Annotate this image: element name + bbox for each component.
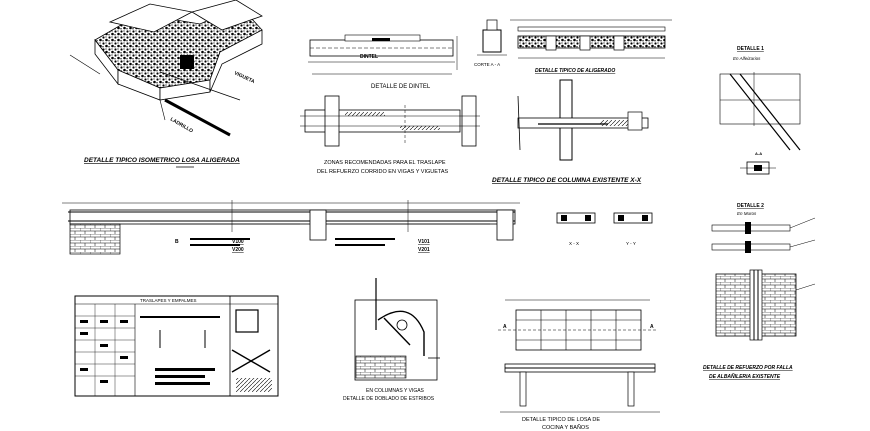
splice-table: TRASLAPES Y EMPALMES — [74, 295, 279, 397]
mark-a-right: A — [650, 324, 654, 330]
section-a-a: CORTE A - A — [474, 19, 507, 67]
section-xx: X - X — [569, 241, 579, 246]
beam-v201: V201 — [418, 247, 430, 253]
kitchen-line2: COCINA Y BAÑOS — [542, 424, 589, 431]
kitchen-line1: DETALLE TIPICO DE LOSA DE — [522, 417, 600, 423]
beam-v100: V100 — [232, 239, 244, 245]
detail1-sub: En Alfeizarios — [733, 56, 761, 61]
wall-detail-line1: DETALLE DE REFUERZO POR FALLA — [703, 365, 793, 371]
lintel-detail: DINTEL DETALLE DE DINTEL — [308, 34, 458, 90]
column-detail-title: DETALLE TIPICO DE COLUMNA EXISTENTE X-X — [492, 177, 642, 184]
splice-zone-line2: DEL REFUERZO CORRIDO EN VIGAS Y VIGUETAS — [317, 169, 449, 175]
beam-v101: V101 — [418, 239, 430, 245]
detail1-title: DETALLE 1 — [737, 46, 764, 52]
splice-zone-line1: ZONAS RECOMENDADAS PARA EL TRASLAPE — [324, 160, 446, 166]
vigueta-label: VIGUETA — [233, 70, 256, 85]
mark-aa: A-A — [755, 151, 762, 156]
slab-iso-title: DETALLE TIPICO ISOMETRICO LOSA ALIGERADA — [84, 157, 240, 164]
lintel-caption: DETALLE DE DINTEL — [371, 84, 431, 90]
slab-detail-title: DETALLE TIPICO DE ALIGERADO — [535, 68, 615, 74]
section-yy: Y - Y — [626, 241, 636, 246]
stirrup-detail: EN COLUMNAS Y VIGAS DETALLE DE DOBLADO D… — [343, 278, 440, 402]
lintel-title: DINTEL — [360, 54, 378, 60]
detail2-title: DETALLE 2 — [737, 203, 764, 209]
kitchen-slab-detail: A A DETALLE TIPICO DE LOSA DE COCINA Y B… — [498, 299, 660, 431]
mark-a-left: A — [503, 324, 507, 330]
beam-elevation: B V100 V200 V101 V201 — [62, 200, 520, 255]
wall-detail-line2: DE ALBAÑILERIA EXISTENTE — [709, 373, 781, 380]
section-label: CORTE A - A — [474, 62, 500, 67]
splice-zones-detail: ZONAS RECOMENDADAS PARA EL TRASLAPE DEL … — [300, 95, 480, 175]
ladrillo-label: LADRILLO — [169, 117, 194, 135]
beam-v200: V200 — [232, 247, 244, 253]
stirrup-line2: DETALLE DE DOBLADO DE ESTRIBOS — [343, 396, 435, 402]
stirrup-line1: EN COLUMNAS Y VIGAS — [366, 388, 425, 394]
splice-table-title: TRASLAPES Y EMPALMES — [140, 298, 197, 303]
sections-xx-yy: X - X Y - Y — [556, 212, 653, 246]
mark-b: B — [175, 239, 179, 245]
isometric-slab-detail: VIGUETA LADRILLO DETALLE TIPICO ISOMETRI… — [69, 0, 263, 168]
slab-section-detail: DETALLE TIPICO DE ALIGERADO — [510, 19, 672, 74]
detail-1: DETALLE 1 En Alfeizarios A-A — [719, 46, 801, 175]
detail2-sub: En Muros — [737, 211, 757, 216]
column-detail: DETALLE TIPICO DE COLUMNA EXISTENTE X-X — [492, 79, 649, 184]
detail-2: DETALLE 2 En Muros DETALLE DE REFUERZO P… — [703, 203, 816, 380]
